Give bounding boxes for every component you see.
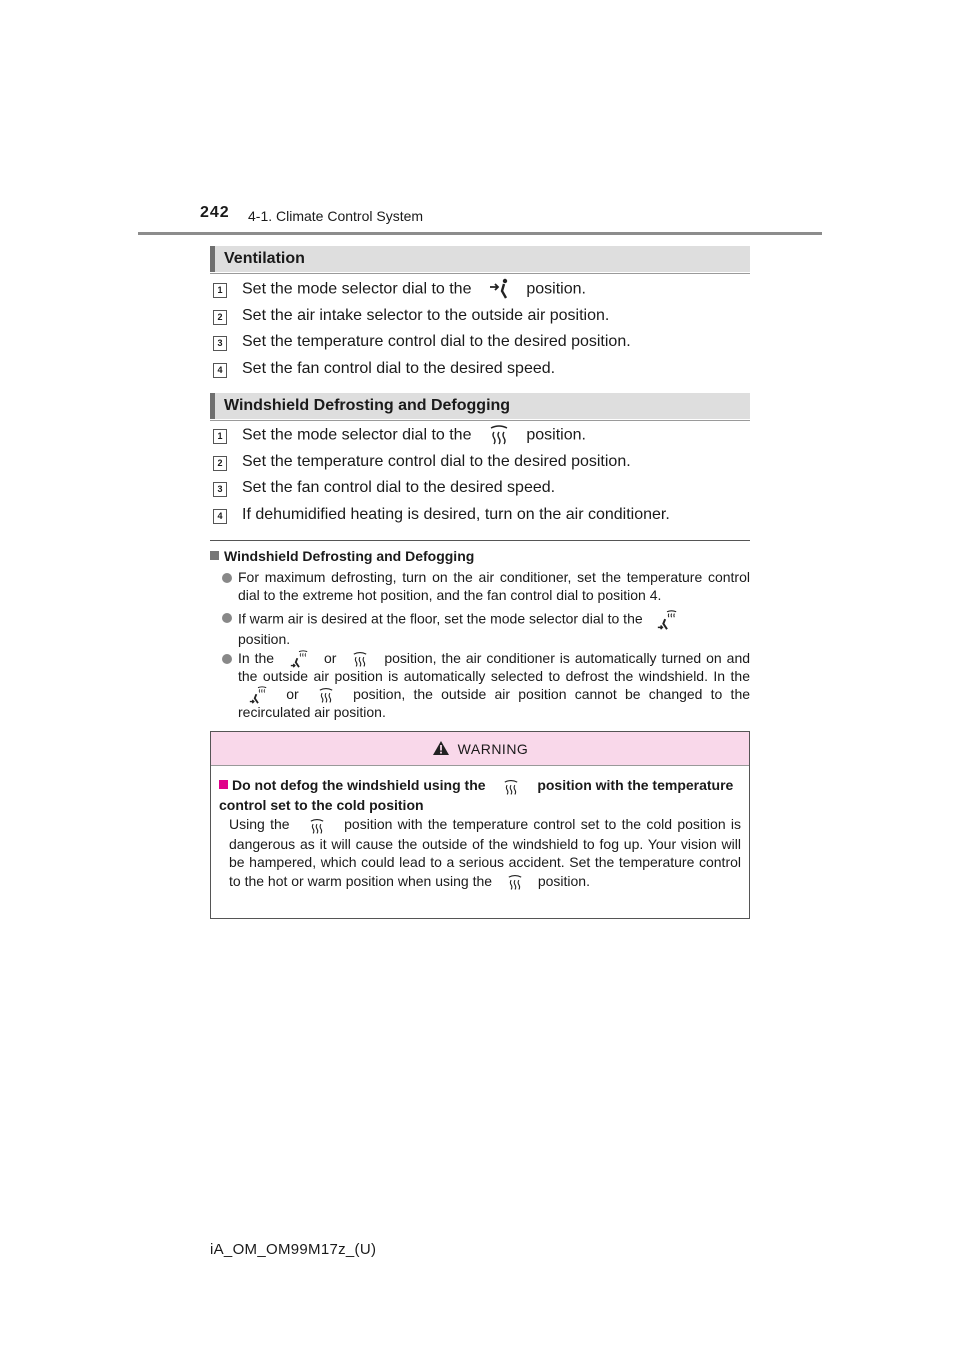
warning-label: WARNING xyxy=(457,741,529,757)
ventilation-step-3: 3 Set the temperature control dial to th… xyxy=(210,331,770,353)
warning-body: Do not defog the windshield using the po… xyxy=(211,766,749,918)
square-bullet-icon xyxy=(219,780,228,789)
floor-defrost-icon xyxy=(248,686,268,705)
warning-triangle-icon xyxy=(432,741,449,755)
note-text: For maximum defrosting, turn on the air … xyxy=(238,569,750,603)
defrost-icon xyxy=(504,779,519,795)
ventilation-step-4: 4 Set the fan control dial to the desire… xyxy=(210,358,770,380)
step-number: 2 xyxy=(213,456,227,471)
square-bullet-icon xyxy=(210,551,219,560)
section-ventilation-heading: Ventilation xyxy=(210,246,750,274)
step-number: 4 xyxy=(213,509,227,524)
defrost-icon xyxy=(353,652,368,668)
note-bullet-2: If warm air is desired at the floor, set… xyxy=(222,609,750,649)
header-rule xyxy=(138,232,822,235)
note-text: In the xyxy=(238,650,275,666)
step-number: 1 xyxy=(213,429,227,444)
warning-header: WARNING xyxy=(211,732,749,766)
page-number: 242 xyxy=(200,204,230,221)
bullet-dot-icon xyxy=(222,573,232,583)
step-text: Set the temperature control dial to the … xyxy=(242,333,631,350)
chapter-title: 4-1. Climate Control System xyxy=(248,208,424,224)
defrost-step-3: 3 Set the fan control dial to the desire… xyxy=(210,477,770,499)
bullet-dot-icon xyxy=(222,613,232,623)
note-text: position. xyxy=(238,631,291,647)
step-number: 1 xyxy=(213,283,227,298)
bullet-dot-icon xyxy=(222,654,232,664)
section-defrost-heading: Windshield Defrosting and Defogging xyxy=(210,393,750,421)
ventilation-step-2: 2 Set the air intake selector to the out… xyxy=(210,305,770,327)
floor-defrost-icon xyxy=(289,650,309,669)
warning-box: WARNING Do not defog the windshield usin… xyxy=(210,731,750,919)
ventilation-step-1: 1 Set the mode selector dial to the posi… xyxy=(210,278,770,300)
face-vent-icon xyxy=(488,278,509,300)
step-number: 4 xyxy=(213,363,227,378)
defrost-icon xyxy=(490,425,508,445)
floor-defrost-icon xyxy=(656,609,677,631)
step-number: 3 xyxy=(213,482,227,497)
step-text: Set the temperature control dial to the … xyxy=(242,453,631,470)
note-text: or xyxy=(324,650,337,666)
note-text: position, the outside air position canno… xyxy=(238,685,751,721)
defrost-icon xyxy=(508,875,522,891)
step-text: If dehumidified heating is desired, turn… xyxy=(242,506,670,523)
defrost-step-1: 1 Set the mode selector dial to the posi… xyxy=(210,424,770,446)
defrost-step-4: 4 If dehumidified heating is desired, tu… xyxy=(210,504,770,526)
step-text: Set the mode selector dial to the xyxy=(242,280,472,298)
defrost-icon xyxy=(310,818,324,834)
step-text: Set the mode selector dial to the xyxy=(242,426,472,444)
note-bullet-1: For maximum defrosting, turn on the air … xyxy=(222,569,750,604)
defrost-step-2: 2 Set the temperature control dial to th… xyxy=(210,451,770,473)
section-divider xyxy=(210,540,750,541)
step-text: position. xyxy=(526,426,586,444)
document-code: iA_OM_OM99M17z_(U) xyxy=(210,1241,377,1258)
step-text: Set the air intake selector to the outsi… xyxy=(242,307,610,324)
warning-text: Using the position with the temperature … xyxy=(229,815,741,891)
note-text: or xyxy=(286,685,299,702)
step-number: 3 xyxy=(213,336,227,351)
note-text: position, the air conditioner is automat… xyxy=(238,650,751,685)
step-text: position. xyxy=(526,280,586,298)
note-heading: Windshield Defrosting and Defogging xyxy=(210,548,474,564)
step-text: Set the fan control dial to the desired … xyxy=(242,360,556,377)
note-text: If warm air is desired at the floor, set… xyxy=(238,610,643,627)
defrost-icon xyxy=(319,688,333,704)
note-bullet-3: In the or position, the air conditioner … xyxy=(222,650,750,722)
step-text: Set the fan control dial to the desired … xyxy=(242,479,556,496)
step-number: 2 xyxy=(213,310,227,325)
warning-title: Do not defog the windshield using the po… xyxy=(219,777,734,813)
